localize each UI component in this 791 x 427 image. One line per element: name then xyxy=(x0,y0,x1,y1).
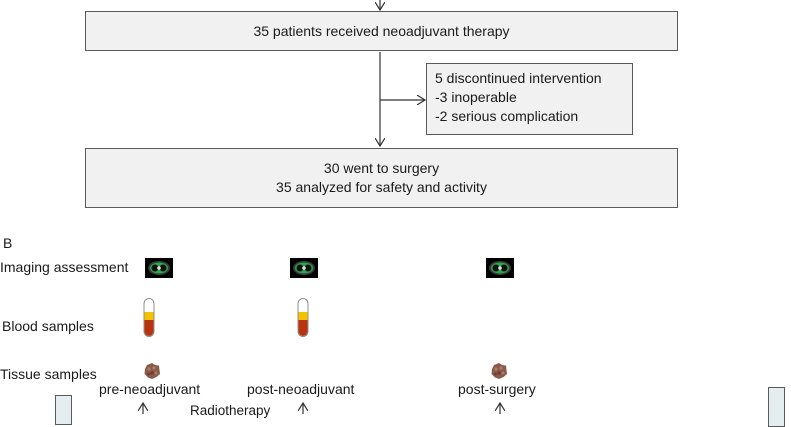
ct-scan-icon xyxy=(145,258,173,278)
discontinued-box: 5 discontinued intervention -3 inoperabl… xyxy=(426,63,633,135)
row-label-blood: Blood samples xyxy=(2,318,94,334)
tissue-sample-icon xyxy=(144,363,160,379)
timepoint-post-surgery: post-surgery xyxy=(458,381,536,397)
blood-tube-icon xyxy=(297,298,309,337)
surgery-line-1: 30 went to surgery xyxy=(323,160,440,176)
surgery-line-2: 35 analyzed for safety and activity xyxy=(276,179,487,195)
surgery-box: 30 went to surgery 35 analyzed for safet… xyxy=(85,148,678,208)
timeline-end-bar xyxy=(768,387,785,427)
therapy-label-radiotherapy: Radiotherapy xyxy=(190,403,271,418)
therapy-box: 35 patients received neoadjuvant therapy xyxy=(85,11,678,51)
discontinued-line-1: 5 discontinued intervention xyxy=(435,70,602,86)
row-label-tissue: Tissue samples xyxy=(0,366,97,382)
ct-scan-icon xyxy=(486,258,514,278)
timepoint-post-neoadjuvant: post-neoadjuvant xyxy=(247,381,355,397)
flow-connectors xyxy=(0,0,791,414)
timeline-start-bar xyxy=(55,395,72,425)
timepoint-pre-neoadjuvant: pre-neoadjuvant xyxy=(99,381,201,397)
discontinued-line-3: -2 serious complication xyxy=(435,108,579,124)
discontinued-line-2: -3 inoperable xyxy=(435,89,517,105)
row-label-imaging: Imaging assessment xyxy=(0,259,129,275)
panel-label-b: B xyxy=(3,235,13,251)
blood-tube-icon xyxy=(143,298,155,337)
therapy-box-text: 35 patients received neoadjuvant therapy xyxy=(253,22,510,39)
tissue-sample-icon xyxy=(491,363,507,379)
ct-scan-icon xyxy=(290,258,318,278)
